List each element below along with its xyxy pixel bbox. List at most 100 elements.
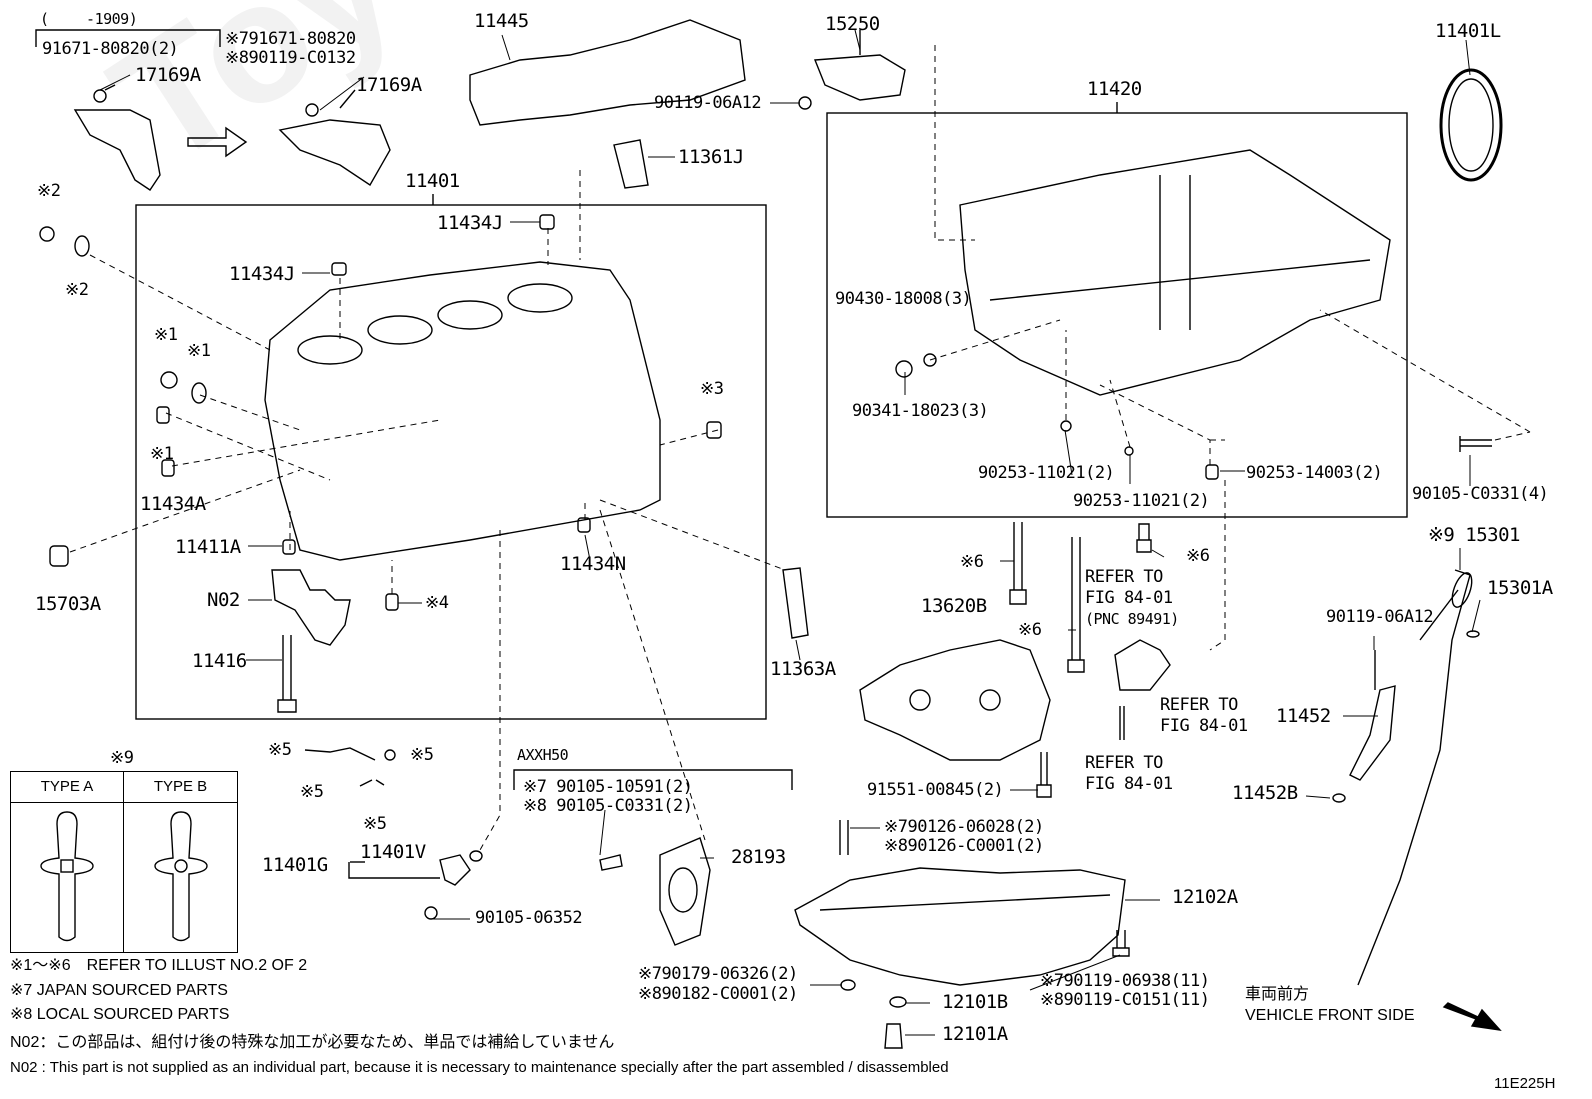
callout-90341-18023: 90341-18023(3)	[852, 401, 989, 421]
note-refer-illust: ※1～※6 REFER TO ILLUST NO.2 OF 2	[10, 957, 308, 974]
callout-x1-a: ※1	[154, 325, 178, 345]
callout-90253-11021-a: 90253-11021(2)	[978, 463, 1115, 483]
callout-x7-90179-06326: ※790179-06326(2)	[638, 964, 798, 984]
callout-11434n: 11434N	[560, 553, 626, 575]
bracket-17169a-right-shape	[278, 119, 391, 186]
callout-x3: ※3	[700, 379, 724, 399]
cover-11445-shape	[469, 19, 746, 126]
callout-x8-90119-c0132: ※890119-C0132	[225, 48, 356, 68]
callout-axxh50: AXXH50	[517, 746, 569, 764]
callout-11452b: 11452B	[1232, 782, 1298, 804]
callout-x8-90126-c0001: ※890126-C0001(2)	[884, 836, 1044, 856]
callout-11445: 11445	[474, 10, 529, 32]
callout-x6-b: ※6	[1186, 546, 1210, 566]
callout-11434j-b: 11434J	[229, 263, 295, 285]
callout-12102a: 12102A	[1172, 886, 1238, 908]
callout-90430-18008: 90430-18008(3)	[835, 289, 972, 309]
callout-pnc-89491: (PNC 89491)	[1085, 610, 1179, 628]
bracket-1909	[35, 29, 221, 47]
callout-refer-to-3: REFER TO	[1085, 753, 1163, 773]
callout-15301a: 15301A	[1487, 577, 1553, 599]
callout-x8-90119-c0151: ※890119-C0151(11)	[1040, 990, 1210, 1010]
callout-11401l: 11401L	[1435, 20, 1501, 42]
frame-11401	[135, 204, 767, 720]
callout-1909: ( -1909)	[40, 10, 138, 28]
callout-15250: 15250	[825, 13, 880, 35]
callout-13620b: 13620B	[921, 595, 987, 617]
bracket-17169a-left-shape	[73, 109, 161, 191]
callout-28193: 28193	[731, 846, 786, 868]
callout-x6-a: ※6	[960, 552, 984, 572]
oil-pan-12102a-shape	[794, 867, 1126, 986]
type-illustrations	[40, 811, 208, 942]
callout-11401g: 11401G	[262, 854, 328, 876]
callout-90119-06a12-top: 90119-06A12	[654, 93, 762, 113]
dipstick-15301-shape	[1357, 569, 1471, 986]
front-arrow	[1442, 1002, 1502, 1031]
callout-x8-90105-c0331-2: ※8 90105-C0331(2)	[523, 796, 693, 816]
callout-12101b: 12101B	[942, 991, 1008, 1013]
callout-11401v: 11401V	[360, 841, 426, 863]
bolt-11416-shape	[277, 635, 297, 713]
direction-arrow	[187, 126, 248, 158]
callout-91551-00845: 91551-00845(2)	[867, 780, 1004, 800]
callout-90105-06352: 90105-06352	[475, 908, 583, 928]
callout-x8-90182-c0001: ※890182-C0001(2)	[638, 984, 798, 1004]
callout-11361j: 11361J	[678, 146, 744, 168]
type-a-header: TYPE A	[40, 778, 94, 795]
callout-17169a-right: 17169A	[356, 74, 422, 96]
note-n02-english: N02 : This part is not supplied as an in…	[10, 1059, 949, 1076]
callout-x9-box: ※9	[110, 748, 134, 768]
callout-fig-84-01-2: FIG 84-01	[1160, 716, 1248, 736]
note-n02-japanese: N02：この部品は、組付け後の特殊な加工が必要なため、単品では補給していません	[10, 1034, 615, 1051]
note-japan-sourced: ※7 JAPAN SOURCED PARTS	[10, 982, 228, 999]
guide-11452-shape	[1349, 685, 1396, 781]
callout-x7-90119-06938: ※790119-06938(11)	[1040, 971, 1210, 991]
callout-15703a: 15703A	[35, 593, 101, 615]
callout-x9-15301: ※9 15301	[1428, 524, 1521, 546]
callout-refer-to-1: REFER TO	[1085, 567, 1163, 587]
callout-x6-c: ※6	[1018, 620, 1042, 640]
callout-90105-c0331-4: 90105-C0331(4)	[1412, 484, 1549, 504]
frame-11420	[826, 112, 1408, 518]
callout-x4: ※4	[425, 593, 449, 613]
sensor-15250-shape	[813, 54, 906, 101]
guide-11363a-shape	[782, 567, 809, 639]
gasket-11361j-shape	[613, 139, 649, 189]
callout-11434j-a: 11434J	[437, 212, 503, 234]
oil-pump-13620b-shape	[859, 639, 1051, 761]
callout-11434a: 11434A	[140, 493, 206, 515]
callout-11420: 11420	[1087, 78, 1142, 100]
type-comparison-box: TYPE A TYPE B	[10, 771, 238, 953]
seal-11401l-shape	[1439, 68, 1503, 182]
callout-90119-06a12-right: 90119-06A12	[1326, 607, 1434, 627]
callout-11363a: 11363A	[770, 658, 836, 680]
callout-11416: 11416	[192, 650, 247, 672]
callout-x5-d: ※5	[363, 814, 387, 834]
callout-x1-b: ※1	[187, 341, 211, 361]
callout-fig-84-01-3: FIG 84-01	[1085, 774, 1173, 794]
front-label-en: VEHICLE FRONT SIDE	[1245, 1007, 1415, 1024]
callout-11452: 11452	[1276, 705, 1331, 727]
callout-x5-a: ※5	[268, 740, 292, 760]
type-b-header: TYPE B	[153, 778, 208, 795]
callout-x1-c: ※1	[150, 444, 174, 464]
callout-11411a: 11411A	[175, 536, 241, 558]
callout-refer-to-2: REFER TO	[1160, 695, 1238, 715]
callout-x2-b: ※2	[65, 280, 89, 300]
callout-x7-90126-06028: ※790126-06028(2)	[884, 817, 1044, 837]
callout-12101a: 12101A	[942, 1023, 1008, 1045]
callout-x7-90105-10591: ※7 90105-10591(2)	[523, 777, 693, 797]
callout-17169a-left: 17169A	[135, 64, 201, 86]
callout-x7-91671-80820: ※791671-80820	[225, 29, 356, 49]
illustration-id: 11E225H	[1494, 1075, 1556, 1092]
callout-x2-a: ※2	[37, 181, 61, 201]
callout-91671-80820: 91671-80820(2)	[42, 39, 179, 59]
bearing-cap-n02-shape	[271, 569, 351, 646]
note-local-sourced: ※8 LOCAL SOURCED PARTS	[10, 1006, 230, 1023]
callout-90253-11021-b: 90253-11021(2)	[1073, 491, 1210, 511]
callout-x5-b: ※5	[410, 745, 434, 765]
housing-11420-shape	[959, 149, 1391, 396]
